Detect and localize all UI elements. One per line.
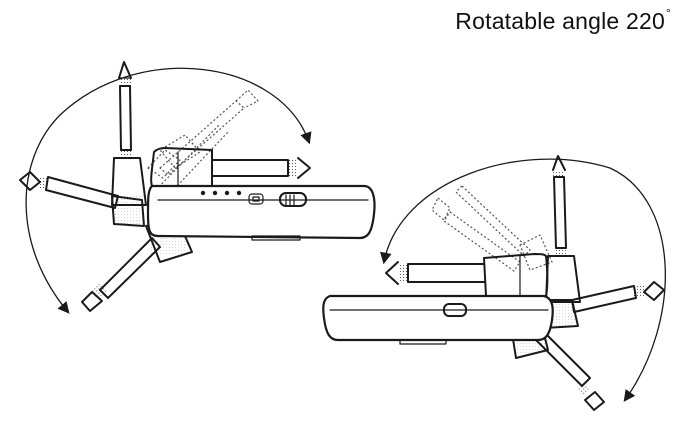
- left-plug-horizontal: [19, 171, 145, 227]
- led-indicator-1: [200, 190, 206, 196]
- led-indicator-3: [224, 190, 230, 196]
- rotatable-angle-caption: Rotatable angle 220°: [455, 6, 671, 35]
- right-rotation-arc: [380, 158, 666, 402]
- led-indicator-4: [236, 190, 242, 196]
- right-plug-vertical: [545, 155, 581, 303]
- left-assembly: [19, 61, 376, 314]
- left-rotation-arc: [25, 67, 312, 314]
- left-plug-top: [150, 147, 311, 187]
- right-device-body: [322, 294, 554, 345]
- right-assembly: [322, 155, 666, 411]
- led-indicator-2: [212, 190, 218, 196]
- left-ghost-plug-upper: [149, 123, 229, 205]
- power-switch: [279, 192, 307, 207]
- right-plug-horizontal: [539, 281, 665, 329]
- left-ghost-plug-diagonal: [147, 89, 259, 179]
- left-plug-vertical: [111, 61, 147, 206]
- pair-button: [248, 193, 264, 205]
- degree-symbol: °: [666, 6, 671, 20]
- right-ghost-plug-diagonal: [431, 197, 521, 272]
- right-plug-top: [385, 253, 549, 297]
- left-device-body: [146, 184, 376, 241]
- caption-text: Rotatable angle 220: [455, 8, 665, 34]
- right-device-button: [443, 303, 467, 317]
- right-ghost-plug-upper: [455, 185, 553, 271]
